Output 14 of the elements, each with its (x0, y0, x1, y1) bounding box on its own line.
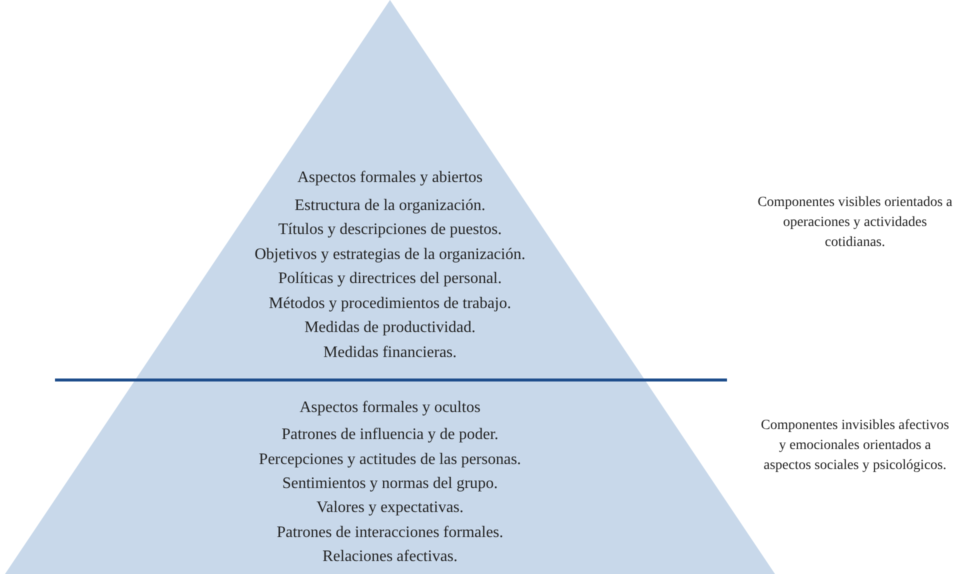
list-item: Medidas financieras. (322, 342, 458, 362)
list-item: Patrones de interacciones formales. (276, 522, 504, 542)
section-heading: Aspectos formales y abiertos (296, 168, 484, 188)
list-item: Relaciones afectivas. (321, 546, 459, 567)
side-note: Componentes invisibles afectivos y emocionales orientados a aspectos sociales y psicológicos. (760, 417, 950, 475)
list-item: Títulos y descripciones de puestos. (277, 220, 503, 240)
list-item: Sentimientos y normas del grupo. (281, 474, 499, 494)
list-item: Medidas de productividad. (303, 318, 477, 338)
section-heading: Aspectos formales y ocultos (298, 398, 482, 418)
list-item: Objetivos y estrategias de la organización. (254, 244, 526, 264)
side-note: Componentes visibles orientados a operaciones y actividades cotidianas. (757, 194, 953, 252)
list-item: Métodos y procedimientos de trabajo. (268, 294, 512, 314)
list-item: Valores y expectativas. (315, 498, 465, 518)
list-item: Políticas y directrices del personal. (277, 269, 503, 289)
